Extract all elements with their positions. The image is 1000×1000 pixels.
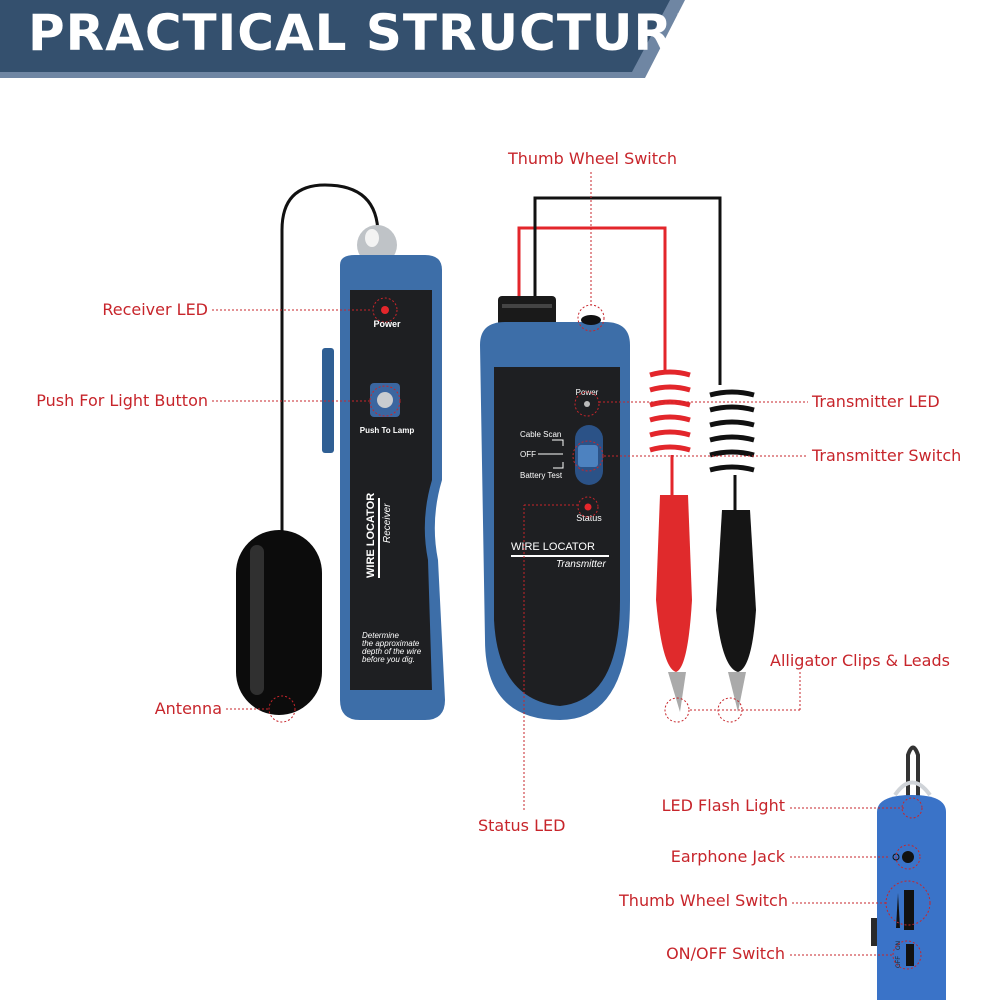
- title-banner: [0, 0, 685, 78]
- receiver-note-4: before you dig.: [362, 655, 415, 664]
- battery-test-text: Battery Test: [520, 471, 563, 480]
- callout-transmitter-switch: Transmitter Switch: [812, 446, 962, 465]
- callout-transmitter-led: Transmitter LED: [812, 392, 940, 411]
- receiver-note-2: the approximate: [362, 639, 420, 648]
- receiver-note-1: Determine: [362, 631, 399, 640]
- receiver-device: Power Push To Lamp WIRE LOCATOR Receiver…: [322, 225, 445, 720]
- black-alligator-clip: [716, 510, 756, 712]
- callout-earphone-jack: Earphone Jack: [670, 847, 785, 866]
- callout-push-for-light-button: Push For Light Button: [36, 391, 208, 410]
- transmitter-model-text: Transmitter: [556, 559, 606, 570]
- page-title: PRACTICAL STRUCTURE: [28, 4, 709, 62]
- red-alligator-clip: [656, 495, 692, 712]
- status-text: Status: [576, 513, 602, 523]
- red-coil: [649, 369, 691, 495]
- receiver-push-text: Push To Lamp: [360, 426, 415, 435]
- callout-receiver-led: Receiver LED: [102, 300, 208, 319]
- off-text: OFF: [520, 450, 536, 459]
- side-on-text: ON: [896, 941, 902, 950]
- black-coil: [709, 389, 755, 510]
- callout-led-flash-light: LED Flash Light: [661, 796, 785, 815]
- transmitter-brand-text: WIRE LOCATOR: [511, 541, 595, 553]
- callout-status-led: Status LED: [478, 816, 566, 835]
- receiver-model-text: Receiver: [382, 503, 393, 543]
- antenna-cable: [280, 183, 380, 690]
- callout-thumb-wheel-switch-side: Thumb Wheel Switch: [619, 891, 788, 910]
- receiver-side-view: OFF ON: [871, 745, 946, 1000]
- antenna-probe: [236, 530, 322, 715]
- callout-on-off-switch: ON/OFF Switch: [666, 944, 785, 963]
- red-lead: [517, 226, 667, 370]
- transmitter-device: Power Cable Scan OFF Battery Test Status…: [480, 296, 630, 720]
- callout-thumb-wheel-switch-top: Thumb Wheel Switch: [508, 149, 677, 168]
- receiver-power-text: Power: [373, 319, 401, 329]
- callout-lines: [212, 172, 931, 970]
- callout-alligator-clips: Alligator Clips & Leads: [770, 651, 950, 670]
- side-off-text: OFF: [896, 956, 902, 968]
- receiver-note-3: depth of the wire: [362, 647, 422, 656]
- black-lead: [533, 196, 722, 385]
- callout-antenna: Antenna: [154, 699, 222, 718]
- receiver-brand-text: WIRE LOCATOR: [365, 493, 377, 578]
- cable-scan-text: Cable Scan: [520, 430, 561, 439]
